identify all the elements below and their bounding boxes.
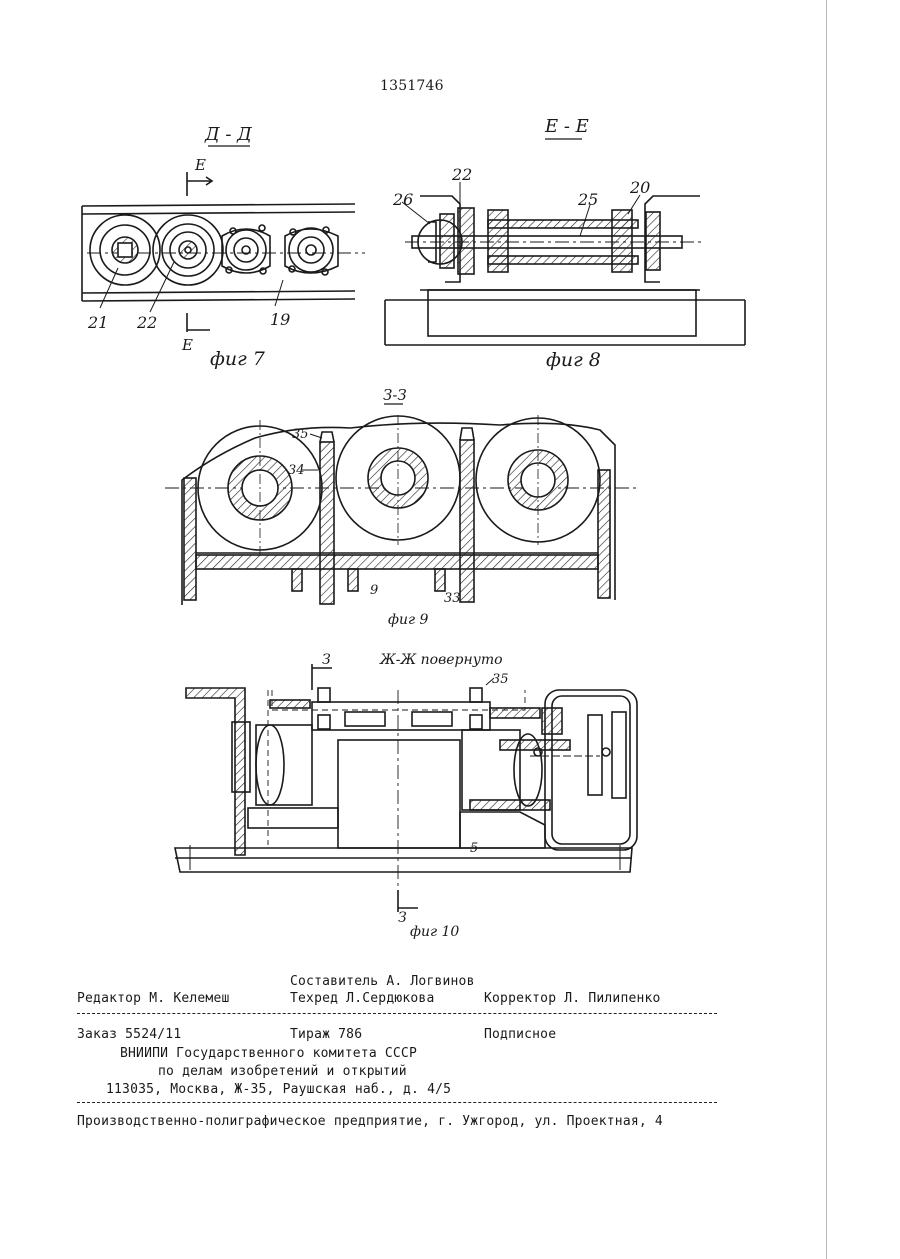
fig7-cut-top: Е (194, 156, 206, 174)
figure-9: З-З 35 (165, 386, 640, 628)
fig9-label-9: 9 (370, 583, 378, 598)
fig7-label-21: 21 (87, 313, 108, 332)
fig9-label-34: 34 (288, 463, 305, 478)
org-line-1: ВНИИПИ Государственного комитета СССР (120, 1046, 417, 1061)
printer-line: Производственно-полиграфическое предприя… (77, 1114, 663, 1129)
editor-line: Редактор М. Келемеш (77, 991, 230, 1006)
fig9-label-35: 35 (292, 427, 309, 442)
fig8-section-label: Е - Е (544, 116, 589, 137)
figure-7: Д - Д Е Е (82, 124, 365, 370)
fig9-caption: фиг 9 (388, 612, 429, 628)
fig8-label-26: 26 (392, 190, 413, 209)
divider-top (77, 1013, 717, 1014)
address-line: 113035, Москва, Ж-35, Раушская наб., д. … (106, 1082, 451, 1097)
fig7-section-label: Д - Д (204, 124, 252, 145)
circulation-line: Тираж 786 (290, 1027, 362, 1042)
fig8-caption: фиг 8 (546, 349, 601, 371)
order-line: Заказ 5524/11 (77, 1027, 181, 1042)
fig7-caption: фиг 7 (210, 348, 266, 370)
divider-bottom (77, 1102, 717, 1103)
fig10-caption: фиг 10 (410, 924, 459, 940)
techred-line: Техред Л.Сердюкова (290, 991, 434, 1006)
drawings: Д - Д Е Е (0, 0, 900, 960)
fig8-label-20: 20 (629, 178, 650, 197)
fig7-label-19: 19 (270, 310, 290, 329)
fig10-cut-top: З (322, 652, 331, 668)
fig10-cut-bottom: З (398, 910, 407, 926)
fig10-label-35: 35 (492, 672, 509, 687)
corrector-line: Корректор Л. Пилипенко (484, 991, 661, 1006)
fig9-label-33: 33 (444, 591, 461, 606)
fig8-label-25: 25 (577, 190, 598, 209)
fig9-section-label: З-З (383, 386, 407, 404)
figure-10: Ж-Ж повернуто З З (175, 652, 637, 940)
subscription-line: Подписное (484, 1027, 556, 1042)
figure-8: Е - Е 22 26 25 (385, 116, 745, 371)
org-line-2: по делам изобретений и открытий (158, 1064, 407, 1079)
fig10-section-label: Ж-Ж повернуто (379, 652, 503, 668)
fig10-label-5: 5 (470, 841, 478, 856)
compiler-line: Составитель А. Логвинов (290, 974, 475, 989)
fig7-label-22: 22 (136, 313, 157, 332)
fig8-label-22: 22 (451, 165, 472, 184)
fig7-cut-bottom: Е (181, 336, 193, 354)
